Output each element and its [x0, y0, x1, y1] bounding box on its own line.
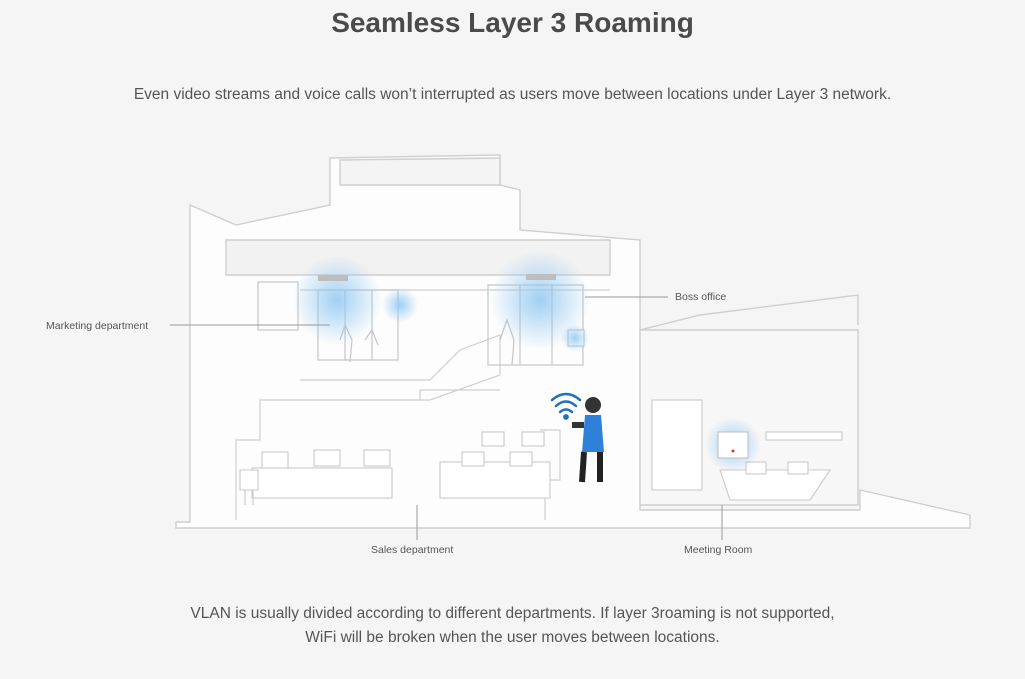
sales-desks: [239, 431, 551, 505]
roaming-user: [572, 397, 604, 483]
building-illustration: Marketing department Boss office Sales d…: [46, 154, 971, 556]
page-title: Seamless Layer 3 Roaming: [331, 7, 694, 38]
label-sales-department: Sales department: [371, 544, 453, 556]
label-boss-office: Boss office: [675, 291, 726, 303]
caption-line-2: WiFi will be broken when the user moves …: [305, 629, 720, 646]
caption-line-1: VLAN is usually divided according to dif…: [190, 605, 835, 622]
page-subtitle: Even video streams and voice calls won’t…: [133, 86, 892, 103]
caption: VLAN is usually divided according to dif…: [0, 602, 1025, 650]
label-marketing-department: Marketing department: [46, 320, 148, 332]
access-points: [292, 250, 761, 473]
label-leaders: [170, 296, 723, 540]
meeting-room: [651, 399, 843, 501]
wifi-icon: [550, 392, 582, 420]
label-meeting-room: Meeting Room: [684, 544, 753, 556]
